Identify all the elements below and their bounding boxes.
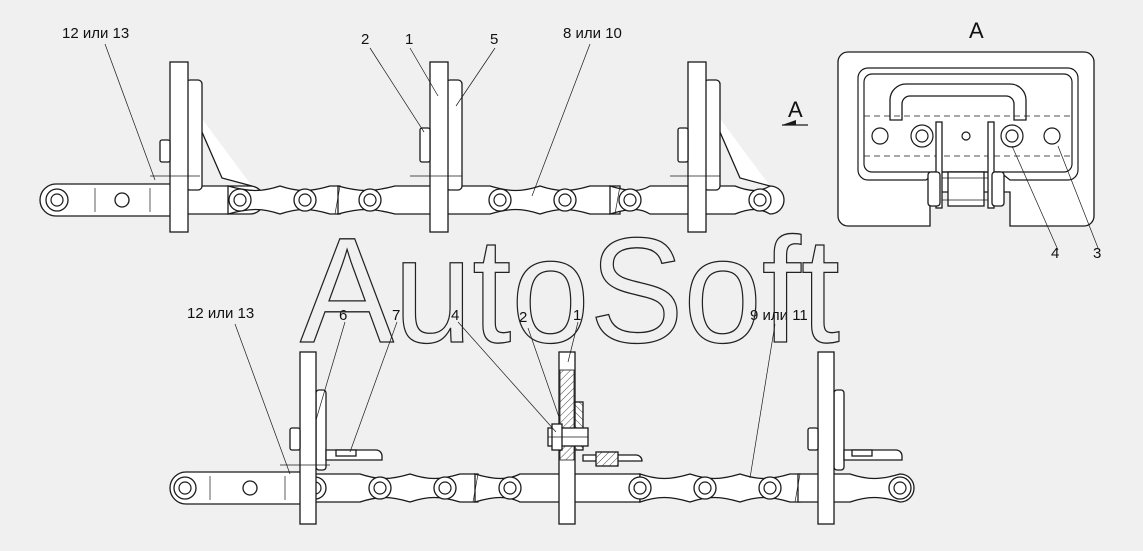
label-top-12-13: 12 или 13: [62, 25, 129, 42]
bottom-flight-2: [547, 351, 643, 525]
top-flight-1: [150, 61, 253, 233]
label-bottom-12-13: 12 или 13: [187, 305, 254, 322]
label-bottom-6: 6: [339, 307, 347, 324]
bottom-chain-links: [169, 471, 915, 505]
label-detail-3: 3: [1093, 245, 1101, 262]
bottom-flight-3: [807, 351, 903, 525]
label-top-1: 1: [405, 31, 413, 48]
label-top-5: 5: [490, 31, 498, 48]
bottom-flight-1: [280, 351, 383, 525]
label-bottom-7: 7: [392, 307, 400, 324]
label-top-2: 2: [361, 31, 369, 48]
label-bottom-2: 2: [519, 309, 527, 326]
label-bottom-9-11: 9 или 11: [750, 307, 808, 324]
detail-view-a: А 4 3: [837, 18, 1101, 262]
watermark-text: AutoSoft: [300, 206, 840, 374]
bottom-chain-assembly: 12 или 13 6 7 4 2 1 9 или 11: [169, 305, 915, 525]
view-direction-arrow: А: [782, 97, 808, 126]
bottom-leader-lines: [234, 321, 776, 479]
top-chain-assembly: 12 или 13 2 1 5 8 или 10: [39, 25, 785, 233]
top-flight-2: [410, 61, 463, 233]
label-top-8-10: 8 или 10: [563, 25, 622, 42]
label-bottom-1: 1: [573, 307, 581, 324]
top-flight-3: [670, 61, 771, 233]
detail-view-title: А: [969, 18, 984, 43]
label-bottom-4: 4: [451, 307, 459, 324]
view-arrow-label: А: [788, 97, 803, 122]
label-detail-4: 4: [1051, 245, 1059, 262]
top-leader-lines: [104, 43, 591, 197]
top-chain-pins: [45, 188, 772, 212]
